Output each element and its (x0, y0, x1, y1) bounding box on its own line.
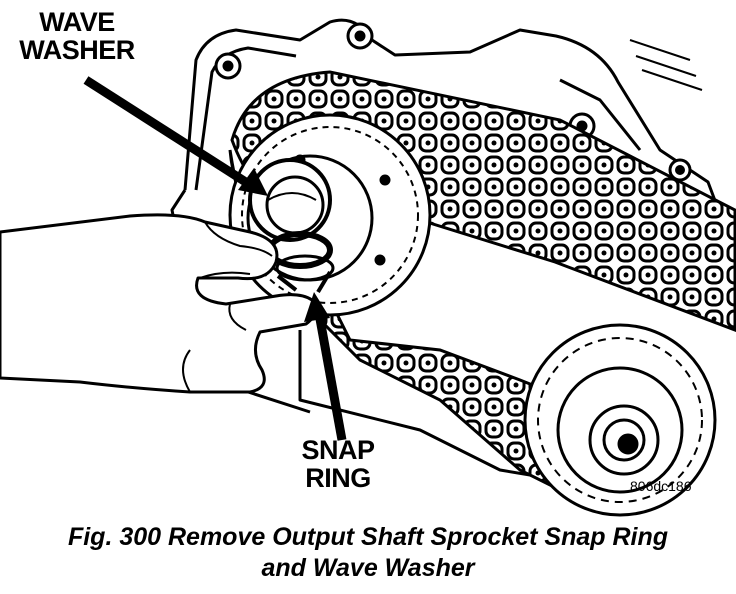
caption-line2: and Wave Washer (261, 554, 475, 582)
hand-icon (0, 213, 317, 394)
caption-line1: Fig. 300 Remove Output Shaft Sprocket Sn… (67, 523, 669, 551)
wave-washer-label: WAVE WASHER (8, 8, 146, 64)
output-shaft-sprocket-icon (228, 113, 432, 317)
wave-washer-label-line1: WAVE (39, 7, 115, 37)
snap-ring-label-line2: RING (305, 463, 371, 493)
snap-ring-label-line1: SNAP (301, 435, 375, 465)
snap-ring-arrow (304, 292, 347, 441)
wave-washer-label-line2: WASHER (19, 35, 135, 65)
front-sprocket-icon (523, 323, 717, 517)
figure-caption: Fig. 300 Remove Output Shaft Sprocket Sn… (0, 522, 736, 584)
snap-ring-label: SNAP RING (286, 436, 390, 492)
figure-id: 806dc186 (630, 478, 692, 494)
wave-washer-arrow (83, 76, 268, 196)
